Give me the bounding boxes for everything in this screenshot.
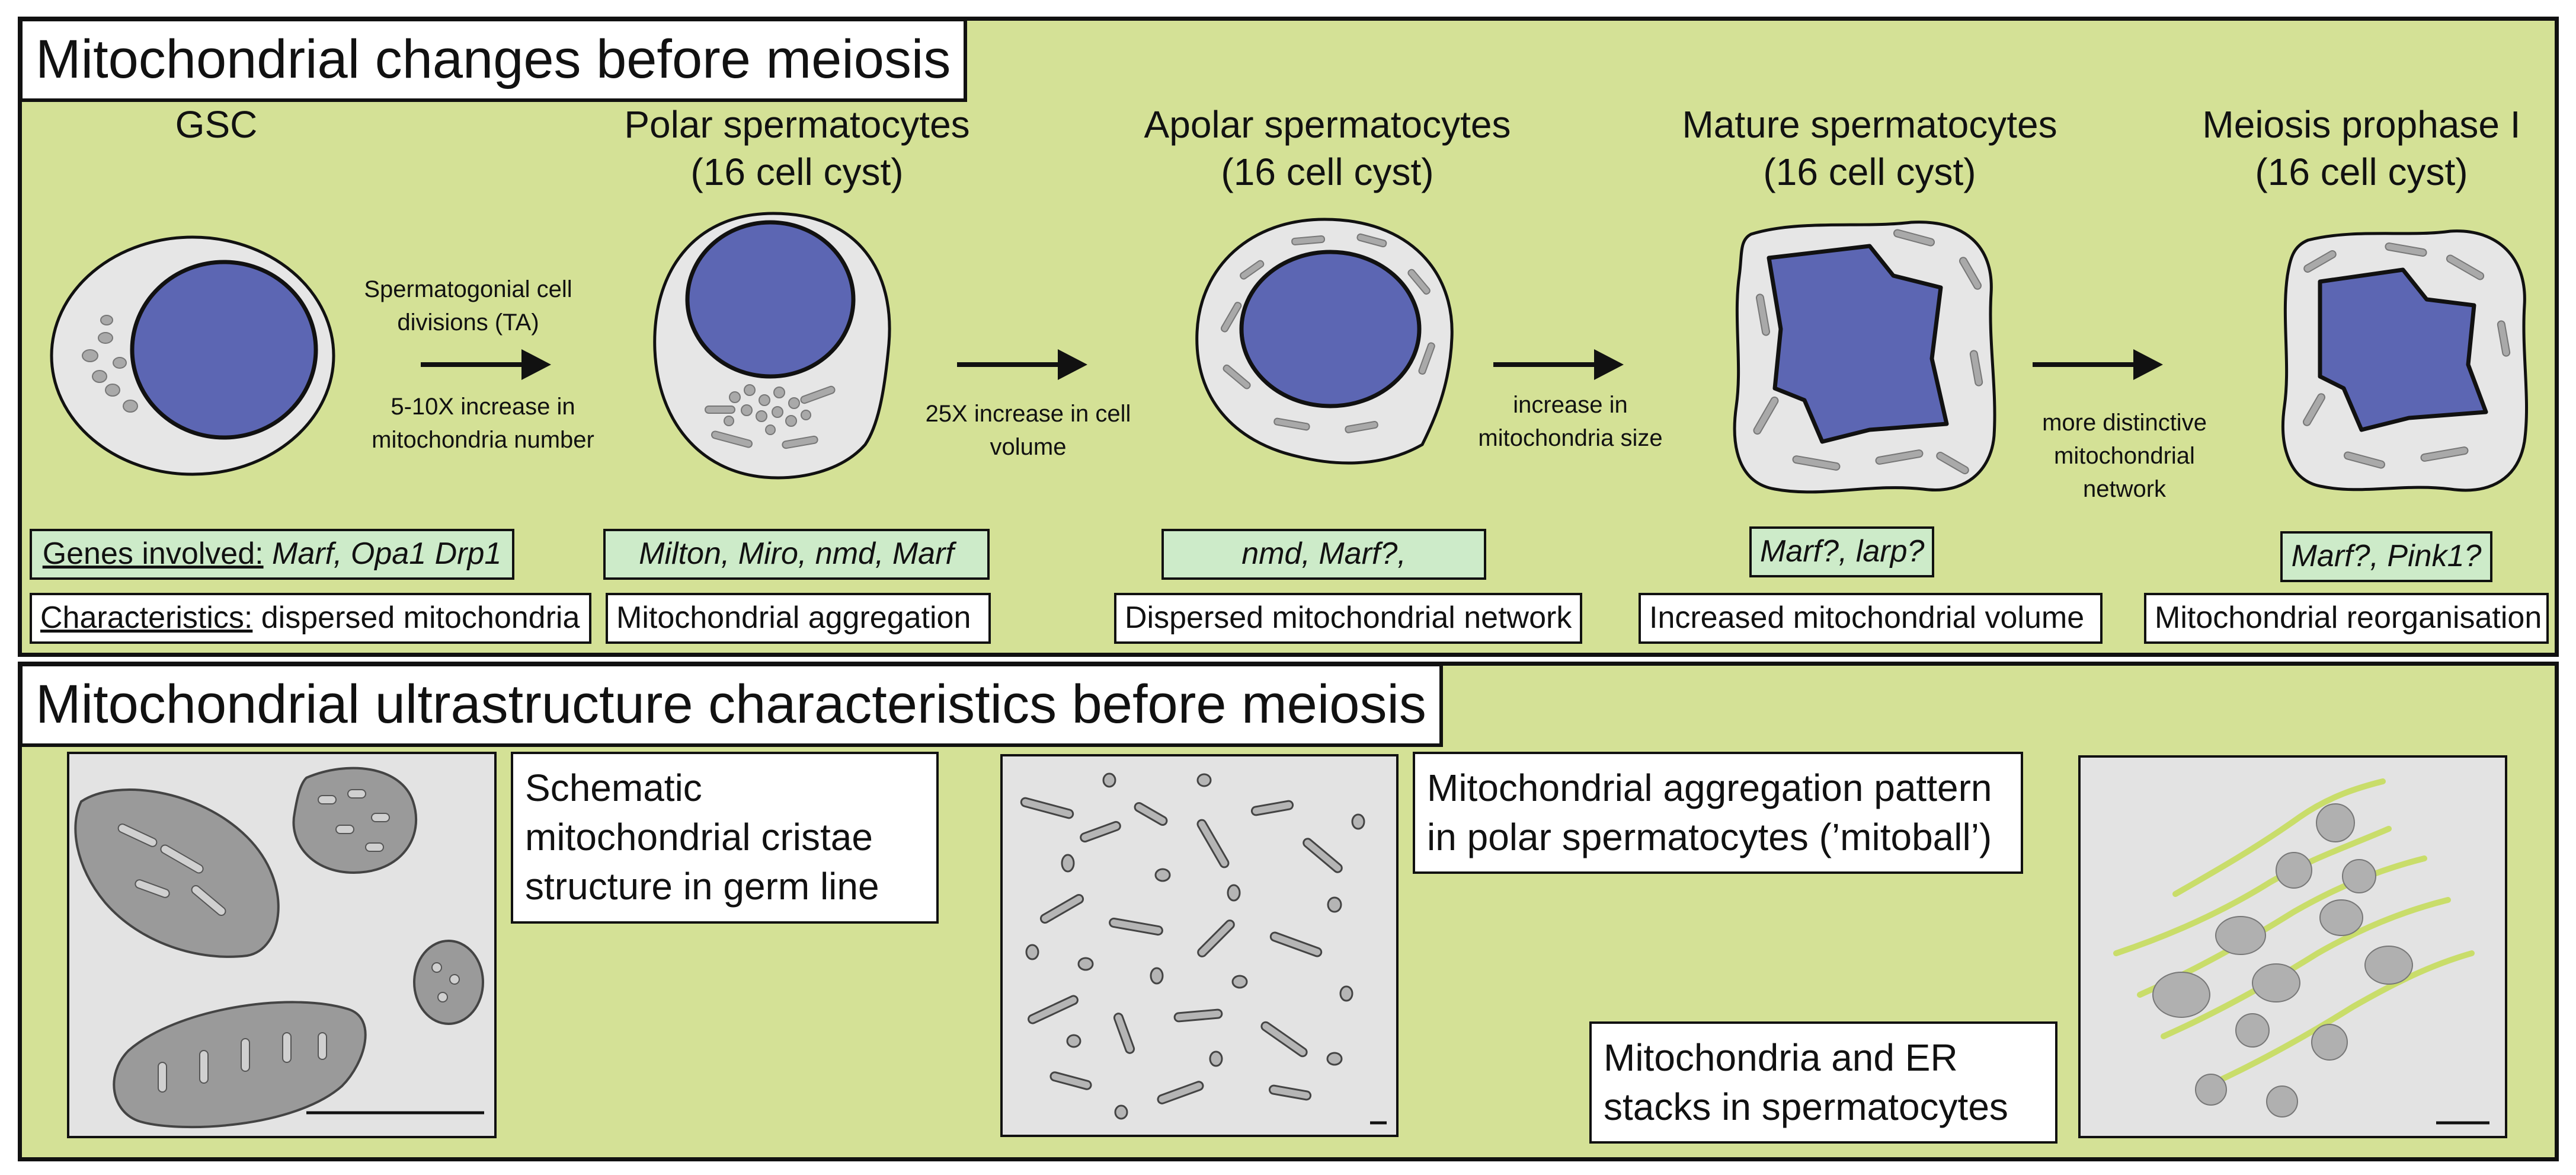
stage-gsc-line1: GSC	[175, 103, 258, 146]
caption-mitoball: Mitochondrial aggregation pattern in pol…	[1413, 752, 2023, 874]
gene-box-meiosis: Marf?, Pink1?	[2280, 531, 2492, 582]
stage-heading-mature: Mature spermatocytes (16 cell cyst)	[1682, 101, 2057, 196]
char-box-mature: Increased mitochondrial volume	[1639, 593, 2103, 644]
stage-meiosis-line2: (16 cell cyst)	[2255, 151, 2468, 193]
genes-mature: Marf?, larp?	[1760, 534, 1925, 569]
genes-gsc: Marf, Opa1 Drp1	[272, 537, 502, 571]
characteristics-polar: Mitochondrial aggregation	[616, 601, 971, 635]
mitoball-drawing	[1020, 772, 1387, 1125]
transition-3-arrow	[1493, 349, 1624, 380]
characteristics-apolar: Dispersed mitochondrial network	[1125, 601, 1572, 635]
transition-3-below: increase in mitochondria size	[1478, 392, 1663, 451]
stage-heading-polar: Polar spermatocytes (16 cell cyst)	[624, 101, 969, 196]
cristae-micrograph	[67, 752, 497, 1138]
characteristics-mature: Increased mitochondrial volume	[1649, 601, 2085, 635]
gene-box-polar: Milton, Miro, nmd, Marf	[603, 529, 990, 580]
apolar-cell-diagram	[1195, 218, 1454, 465]
transition-4-below: more distinctive mitochondrial network	[2042, 410, 2207, 502]
genes-meiosis: Marf?, Pink1?	[2291, 539, 2482, 573]
mature-cell-diagram	[1733, 221, 1996, 494]
caption-cristae: Schematic mitochondrial cristae structur…	[511, 752, 939, 924]
stage-heading-apolar: Apolar spermatocytes (16 cell cyst)	[1144, 101, 1511, 196]
characteristics-label: Characteristics:	[40, 601, 253, 635]
stage-polar-line2: (16 cell cyst)	[690, 151, 904, 193]
char-box-polar: Mitochondrial aggregation	[606, 593, 991, 644]
stage-heading-gsc: GSC	[175, 101, 258, 148]
char-box-apolar: Dispersed mitochondrial network	[1114, 593, 1582, 644]
transition-1-above: Spermatogonial cell divisions (TA)	[364, 276, 572, 336]
polar-cell-diagram	[653, 212, 891, 480]
stage-heading-meiosis: Meiosis prophase I (16 cell cyst)	[2202, 101, 2520, 196]
caption-er: Mitochondria and ER stacks in spermatocy…	[1589, 1021, 2057, 1144]
transition-2-arrow	[957, 349, 1087, 380]
char-box-meiosis: Mitochondrial reorganisation	[2144, 593, 2549, 644]
stage-apolar-line1: Apolar spermatocytes	[1144, 103, 1511, 146]
stage-polar-line1: Polar spermatocytes	[624, 103, 970, 146]
top-section-title: Mitochondrial changes before meiosis	[19, 18, 968, 102]
gene-box-mature: Marf?, larp?	[1749, 526, 1934, 577]
transition-2-below: 25X increase in cell volume	[925, 401, 1131, 460]
genes-label: Genes involved:	[42, 537, 264, 571]
stage-apolar-line2: (16 cell cyst)	[1221, 151, 1434, 193]
stage-meiosis-line1: Meiosis prophase I	[2202, 103, 2521, 146]
er-drawing	[2113, 778, 2489, 1125]
cristae-drawing	[74, 767, 484, 1129]
transition-1-below: 5-10X increase in mitochondria number	[372, 394, 594, 453]
genes-apolar: nmd, Marf?,	[1241, 537, 1406, 571]
stage-mature-line1: Mature spermatocytes	[1682, 103, 2057, 146]
stage-mature-line2: (16 cell cyst)	[1763, 151, 1976, 193]
characteristics-gsc: dispersed mitochondria	[261, 601, 580, 635]
meiosis-cell-diagram	[2281, 229, 2529, 492]
characteristics-meiosis: Mitochondrial reorganisation	[2155, 601, 2542, 635]
er-micrograph	[2078, 755, 2507, 1138]
gsc-cell-diagram	[50, 235, 335, 476]
transition-1-arrow	[421, 349, 551, 380]
mitoball-micrograph	[1000, 754, 1399, 1137]
bottom-section-title: Mitochondrial ultrastructure characteris…	[19, 663, 1443, 747]
genes-polar: Milton, Miro, nmd, Marf	[639, 537, 954, 571]
gene-box-gsc: Genes involved: Marf, Opa1 Drp1	[30, 529, 514, 580]
gene-box-apolar: nmd, Marf?,	[1161, 529, 1486, 580]
char-box-gsc: Characteristics: dispersed mitochondria	[30, 593, 591, 644]
transition-4-arrow	[2033, 349, 2163, 380]
